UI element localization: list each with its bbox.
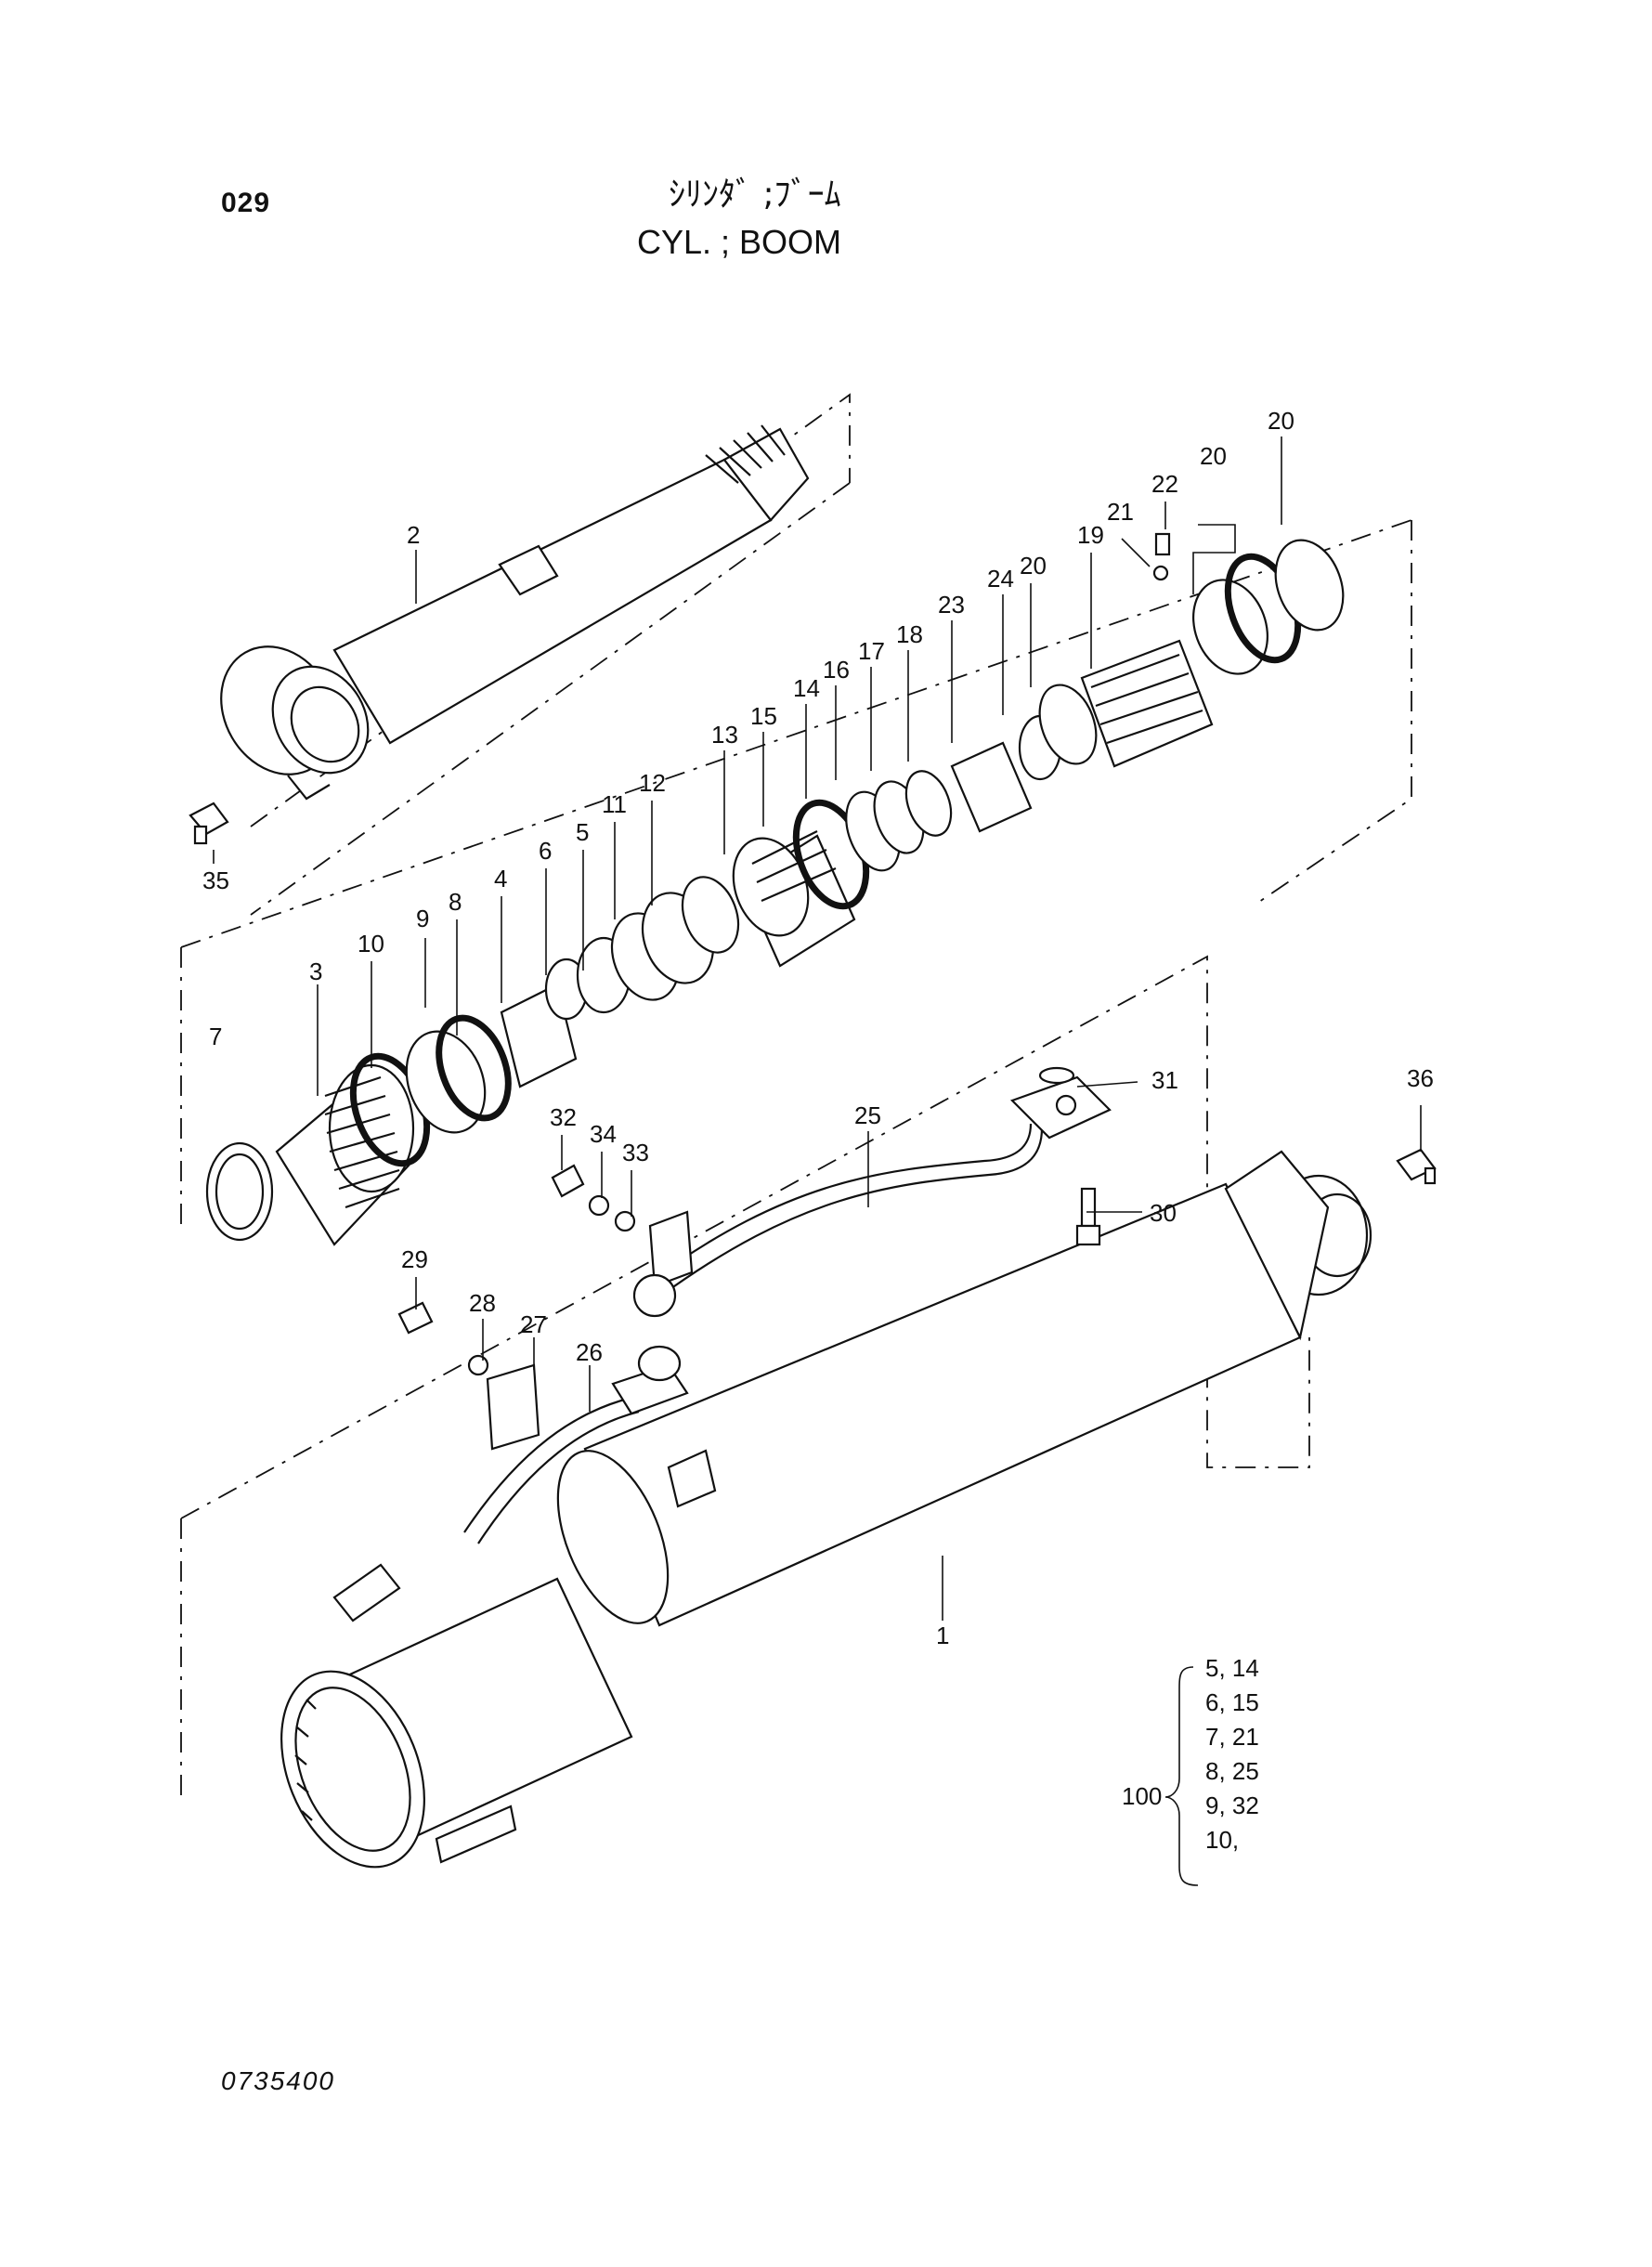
callout-34: 33 [622, 1139, 649, 1166]
callout-17: 17 [858, 637, 885, 665]
callout-18: 18 [896, 620, 923, 648]
bushing-4-6 [500, 936, 631, 1088]
callout-11: 11 [602, 790, 627, 818]
callout-29: 28 [469, 1289, 496, 1317]
callout-12: 12 [639, 769, 666, 797]
callout-36: 35 [202, 866, 229, 894]
callout-5: 5 [576, 818, 589, 846]
callout-33: 32 [550, 1103, 577, 1131]
cylinder-tube [280, 1150, 1372, 1869]
callout-35: 34 [590, 1120, 617, 1148]
callout-1: 1 [936, 1622, 949, 1649]
grease-fitting-36 [189, 801, 229, 845]
callout-20: 20 [1268, 407, 1294, 435]
callout-32: 31 [1151, 1066, 1178, 1094]
seal-kit-item: 5, 14 [1205, 1654, 1259, 1682]
callout-37: 36 [1407, 1064, 1434, 1092]
callout-23: 22 [1151, 470, 1178, 498]
piston-rod [220, 424, 810, 801]
title-english: CYL. ; BOOM [637, 223, 842, 261]
callout-7: 7 [209, 1023, 222, 1050]
callout-9: 9 [416, 905, 429, 932]
clamp-bolts-33-35-34 [551, 1164, 694, 1318]
seal-kit-list: 100 5, 14 6, 15 7, 21 8, 25 9, 32 10, [1122, 1654, 1259, 1886]
piston-rings-14-16-17 [792, 770, 953, 910]
page-number: 029 [221, 188, 271, 218]
o-ring-32 [1038, 1066, 1075, 1085]
callout-31: 30 [1150, 1199, 1177, 1227]
rings-5-11-12 [610, 876, 740, 1001]
set-screw-23-ball-22 [1152, 532, 1171, 581]
callout-15: 15 [750, 702, 777, 730]
callout-3: 3 [309, 958, 322, 985]
callout-13: 13 [711, 721, 738, 749]
callout-14: 14 [793, 674, 820, 702]
spacer-24-25 [950, 714, 1062, 833]
callout-21: 20 [1200, 442, 1227, 470]
callout-30: 29 [401, 1245, 428, 1273]
seal-kit-item: 9, 32 [1205, 1791, 1259, 1819]
title-japanese: ｼﾘﾝﾀﾞ ;ﾌﾞｰﾑ [669, 176, 841, 214]
callout-20b: 20 [1020, 552, 1047, 580]
seal-kit-number: 100 [1122, 1782, 1162, 1810]
seal-rings-8-9-10 [349, 1014, 512, 1167]
callout-2: 2 [407, 521, 420, 549]
callout-19: 19 [1077, 521, 1104, 549]
seal-kit-item: 6, 15 [1205, 1688, 1259, 1716]
callout-4: 4 [494, 865, 507, 892]
seal-kit-item: 10, [1205, 1826, 1239, 1854]
pipe-27-clamp-28-bolts-29-30 [332, 1301, 717, 1622]
bolt-31 [1075, 1187, 1101, 1246]
callout-10: 10 [358, 930, 384, 958]
callout-22: 21 [1107, 498, 1134, 526]
piston-19-20 [1038, 639, 1214, 768]
callout-26: 25 [854, 1101, 881, 1129]
seal-kit-item: 8, 25 [1205, 1757, 1259, 1785]
grease-fitting-37 [1396, 1148, 1437, 1185]
callout-24: 23 [938, 591, 965, 619]
callout-25: 24 [987, 565, 1014, 593]
nut-21-ring-20 [1192, 539, 1345, 675]
seal-kit-item: 7, 21 [1205, 1723, 1259, 1751]
callout-28: 27 [520, 1310, 547, 1338]
drawing-number: 0735400 [221, 2066, 336, 2095]
leader-lines [213, 436, 1422, 1621]
callout-16: 16 [823, 656, 850, 684]
callout-27: 26 [576, 1338, 603, 1366]
piston-13-15 [732, 830, 856, 968]
callout-8: 8 [449, 888, 462, 916]
pipe-26 [649, 1075, 1112, 1296]
callout-6: 6 [539, 837, 552, 865]
callout-labels: 2 35 7 3 10 9 8 4 6 5 11 12 13 15 14 16 … [202, 407, 1434, 1649]
